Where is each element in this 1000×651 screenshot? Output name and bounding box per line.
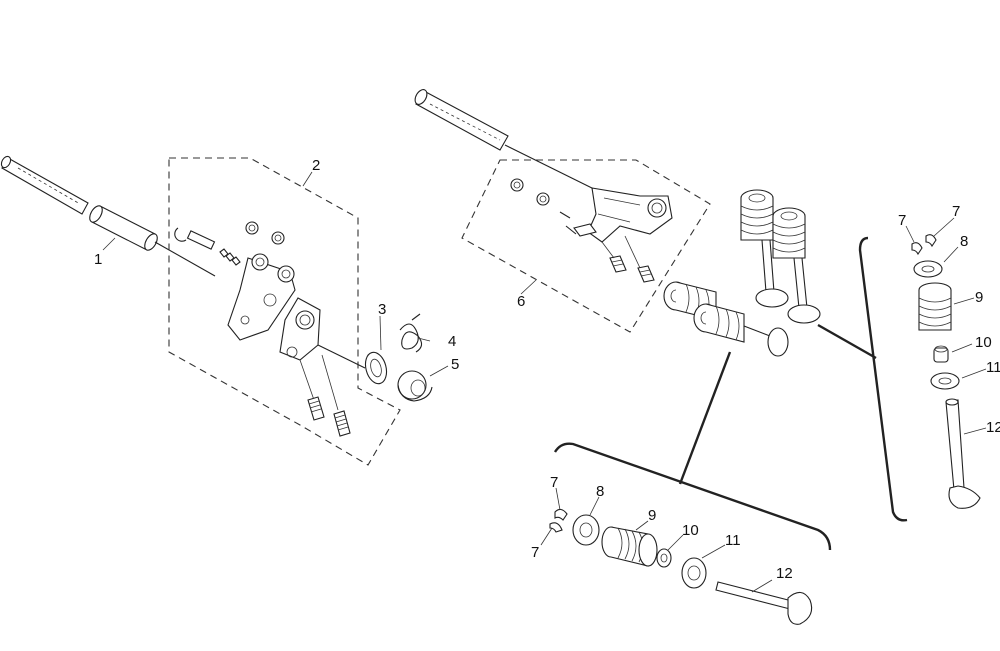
callout-6: 6 bbox=[517, 293, 525, 310]
bracket-right bbox=[817, 236, 908, 522]
valve-detail-bottom bbox=[540, 487, 813, 625]
callout-9: 9 bbox=[648, 507, 656, 524]
callout-9-right: 9 bbox=[975, 289, 983, 306]
valve-springs-top bbox=[740, 189, 821, 324]
seat-11 bbox=[681, 557, 707, 589]
callout-3: 3 bbox=[378, 301, 386, 318]
spring-9-right bbox=[918, 282, 952, 331]
valve-springs-angled bbox=[663, 281, 789, 357]
sleeve-part-1 bbox=[89, 205, 216, 277]
seal-10 bbox=[656, 548, 672, 568]
callout-7-right-b: 7 bbox=[952, 203, 960, 220]
callout-10-right: 10 bbox=[975, 334, 992, 351]
callout-7-right-a: 7 bbox=[898, 212, 906, 229]
callout-12-right: 12 bbox=[986, 419, 1000, 436]
pin-parts bbox=[174, 221, 285, 266]
spring-part-4 bbox=[399, 313, 423, 353]
left-rocker-assembly bbox=[0, 155, 449, 466]
collet-7-right-b bbox=[925, 234, 937, 248]
rocker-shaft-center bbox=[414, 89, 601, 193]
clip-part-5 bbox=[397, 370, 433, 402]
callout-12: 12 bbox=[776, 565, 793, 582]
seal-10-right bbox=[933, 345, 949, 363]
callout-1: 1 bbox=[94, 251, 102, 268]
nuts-center bbox=[510, 178, 577, 235]
callout-2: 2 bbox=[312, 157, 320, 174]
valve-stack-a bbox=[740, 189, 789, 308]
collet-7-lower bbox=[549, 522, 563, 533]
group-2-outline bbox=[168, 157, 401, 466]
valve-12-right bbox=[945, 398, 981, 509]
valve-12 bbox=[715, 581, 813, 625]
callout-11-right: 11 bbox=[986, 359, 1000, 376]
collet-7-right-a bbox=[911, 242, 923, 256]
callout-7-upper: 7 bbox=[550, 474, 558, 491]
callout-labels: 1 2 3 4 5 6 7 7 8 9 10 11 12 7 7 8 9 10 … bbox=[94, 157, 1000, 582]
callout-10: 10 bbox=[682, 522, 699, 539]
center-rocker-assembly bbox=[414, 89, 711, 333]
rocker-arm-right bbox=[279, 297, 321, 361]
rocker-arm-left bbox=[227, 253, 296, 341]
valve-detail-right bbox=[905, 217, 987, 509]
bracket-bottom bbox=[553, 351, 832, 551]
adjuster-screws-center bbox=[601, 235, 655, 283]
callout-8: 8 bbox=[596, 483, 604, 500]
callout-11: 11 bbox=[725, 532, 741, 549]
valve-stack-b bbox=[772, 207, 821, 324]
rocker-shaft-left bbox=[0, 155, 89, 215]
group-6-outline bbox=[461, 159, 711, 333]
retainer-8-right bbox=[913, 260, 943, 278]
spring-9 bbox=[601, 526, 658, 567]
callout-8-right: 8 bbox=[960, 233, 968, 250]
callout-5: 5 bbox=[451, 356, 459, 373]
valve-stack-d bbox=[693, 303, 789, 357]
callout-4: 4 bbox=[448, 333, 456, 350]
seat-11-right bbox=[930, 372, 960, 390]
washer-part-3 bbox=[364, 351, 388, 385]
callout-7-lower: 7 bbox=[531, 544, 539, 561]
adjuster-screws-left bbox=[299, 354, 351, 437]
retainer-8 bbox=[572, 514, 600, 546]
collet-7-upper bbox=[554, 508, 568, 521]
rocker-arm-center bbox=[573, 187, 673, 243]
